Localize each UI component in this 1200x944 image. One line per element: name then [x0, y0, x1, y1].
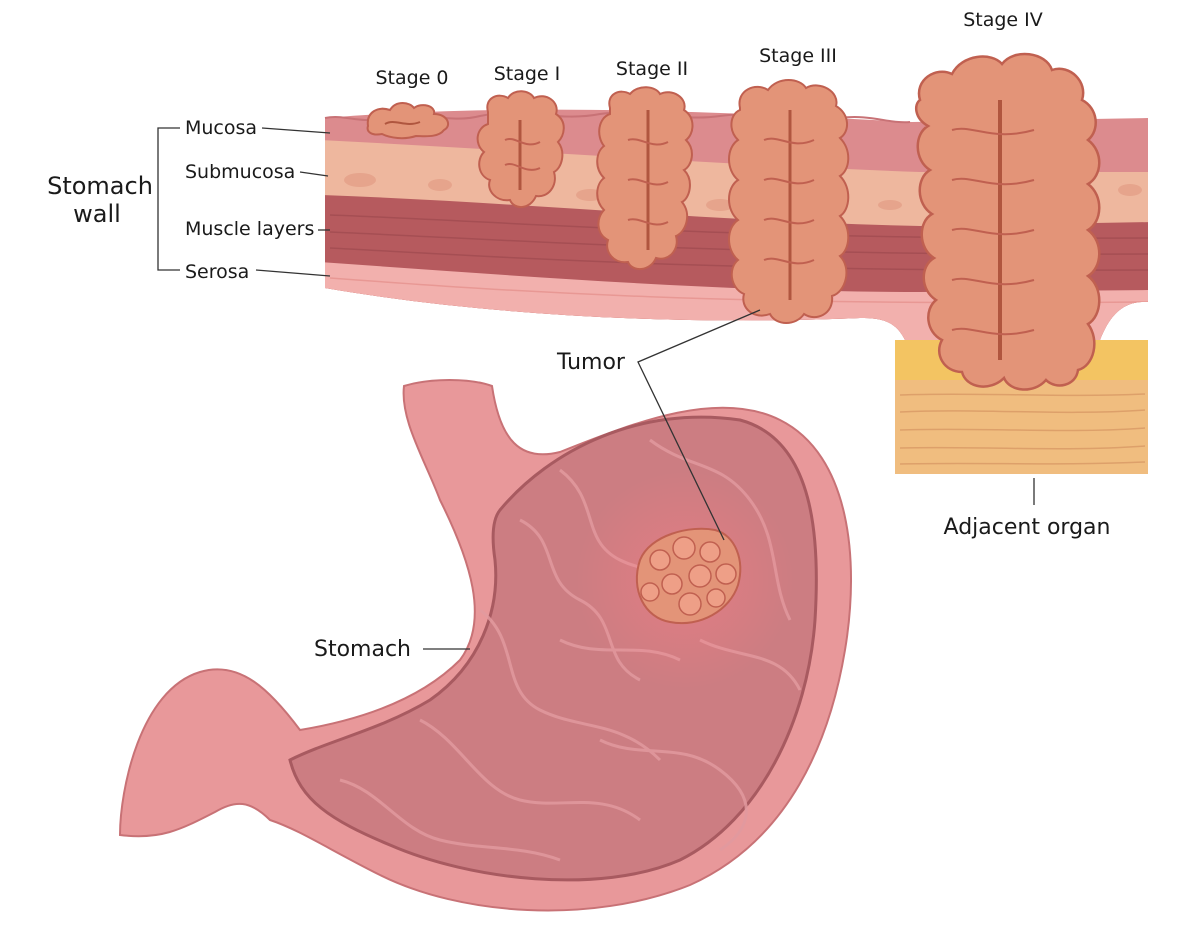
label-stage-4: Stage IV [963, 9, 1043, 31]
mucosa-leader [261, 127, 331, 134]
label-stomach-wall-line2: wall [73, 200, 121, 228]
adjacent-organ [895, 340, 1148, 474]
tumor-stage-4 [914, 52, 1101, 391]
label-stage-1: Stage I [494, 63, 561, 85]
stomach-wall-bracket [157, 127, 180, 271]
label-muscle-layers: Muscle layers [185, 218, 314, 240]
stomach-tumor [635, 527, 742, 625]
label-tumor: Tumor [556, 350, 626, 375]
serosa-leader [255, 269, 331, 277]
stomach-illustration [118, 379, 852, 912]
label-stage-3: Stage III [759, 45, 837, 67]
submucosa-leader [299, 171, 329, 177]
label-serosa: Serosa [185, 261, 249, 283]
tumor-stage-2 [596, 86, 694, 270]
label-mucosa: Mucosa [185, 117, 257, 139]
label-stage-0: Stage 0 [375, 67, 448, 89]
leader-lines [157, 127, 1035, 650]
label-stomach-wall-line1: Stomach [47, 172, 153, 200]
tumor-leader [637, 309, 761, 541]
label-submucosa: Submucosa [185, 161, 295, 183]
tumor-stage-1 [476, 90, 565, 208]
tumor-stage-3 [728, 79, 850, 324]
label-stomach: Stomach [314, 637, 411, 662]
label-adjacent-organ: Adjacent organ [944, 515, 1111, 540]
tumor-stage-0 [366, 102, 450, 140]
label-stage-2: Stage II [616, 58, 688, 80]
